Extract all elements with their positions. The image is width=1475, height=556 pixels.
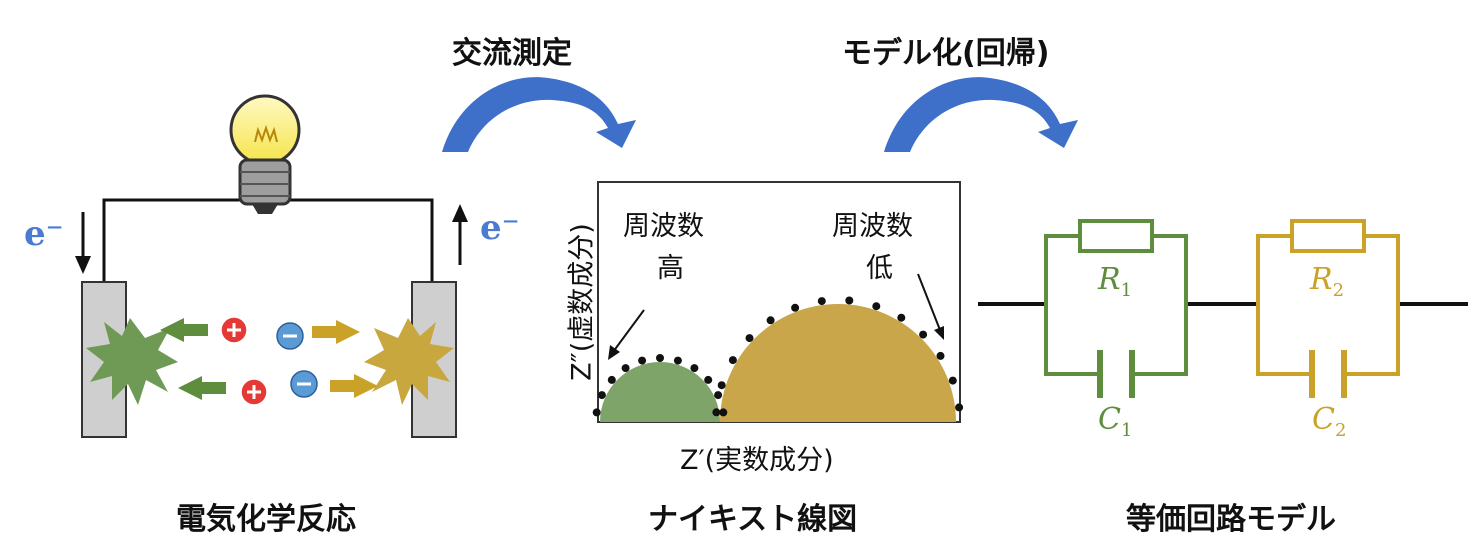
semicircle-low-freq — [720, 304, 956, 422]
rc-element-1 — [1044, 219, 1188, 398]
y-axis-label: Z″(虚数成分) — [566, 223, 598, 381]
anion-icon — [290, 370, 318, 398]
measurement-point — [919, 330, 928, 339]
caption-electrochem: 電気化学反応 — [176, 502, 356, 537]
c2-label: C2 — [1312, 402, 1347, 441]
measurement-point — [714, 391, 723, 400]
measurement-points — [592, 296, 964, 417]
low-freq-value: 低 — [866, 253, 893, 284]
low-freq-label: 周波数 — [832, 211, 913, 242]
curved-arrow-model — [884, 77, 1078, 152]
measurement-point — [712, 408, 721, 417]
resistor-r1 — [1078, 219, 1154, 253]
measurement-point — [817, 297, 826, 306]
measurement-point — [607, 375, 616, 384]
measurement-point — [704, 375, 713, 384]
electron-arrow-down — [75, 212, 91, 274]
caption-circuit: 等価回路モデル — [1126, 502, 1336, 537]
pointer-arrow-low — [917, 273, 944, 340]
measurement-point — [621, 364, 630, 373]
measurement-point — [673, 356, 682, 365]
measurement-point — [717, 381, 726, 390]
high-freq-value: 高 — [657, 253, 684, 284]
ion-arrows — [160, 318, 378, 400]
high-freq-label: 周波数 — [623, 211, 704, 242]
reaction-burst-gold — [364, 318, 454, 405]
caption-nyquist: ナイキスト線図 — [648, 502, 858, 537]
electron-label-right: e⁻ — [480, 208, 520, 248]
c1-label: C1 — [1098, 402, 1133, 441]
measurement-point — [766, 316, 775, 325]
pointer-arrow-high — [608, 309, 645, 360]
cation-icon — [240, 378, 268, 406]
measurement-point — [948, 376, 957, 385]
semicircle-high-freq — [600, 362, 720, 422]
measurement-point — [597, 391, 606, 400]
measurement-point — [719, 408, 728, 417]
measurement-point — [872, 302, 881, 311]
label-modeling: モデル化(回帰) — [842, 36, 1050, 71]
x-axis-label: Z′(実数成分) — [680, 445, 834, 476]
measurement-point — [592, 408, 601, 417]
r2-label: R2 — [1310, 262, 1345, 301]
electron-label-left: e⁻ — [24, 214, 64, 254]
anion-icon — [276, 322, 304, 350]
measurement-point — [656, 354, 664, 362]
electron-arrow-up — [452, 204, 468, 265]
light-bulb-icon — [229, 94, 301, 214]
measurement-point — [845, 296, 854, 305]
resistor-r2 — [1290, 219, 1366, 253]
measurement-point — [690, 364, 699, 373]
r1-label: R1 — [1098, 262, 1133, 301]
measurement-point — [638, 356, 647, 365]
rc-element-2 — [1256, 219, 1400, 398]
cation-icon — [220, 316, 248, 344]
measurement-point — [728, 356, 737, 365]
label-ac-measurement: 交流測定 — [452, 36, 572, 71]
measurement-point — [936, 351, 945, 360]
measurement-point — [745, 334, 754, 343]
reaction-burst-green — [86, 318, 178, 405]
measurement-point — [955, 403, 964, 412]
measurement-point — [897, 313, 906, 322]
measurement-point — [791, 303, 800, 312]
curved-arrow-measure — [442, 77, 636, 152]
